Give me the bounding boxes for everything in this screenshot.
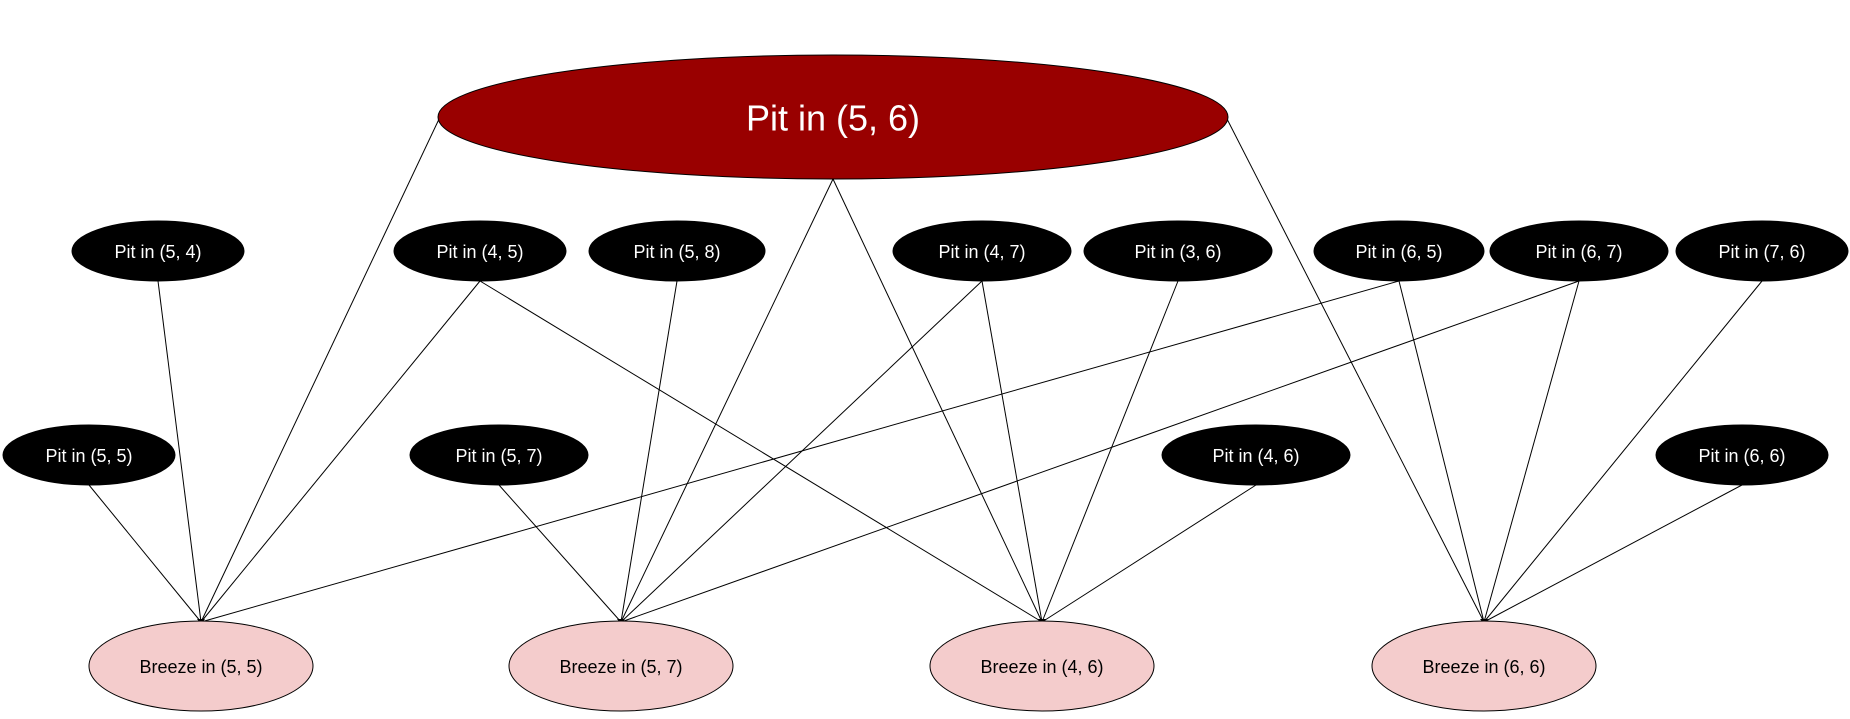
- node-p65: Pit in (6, 5): [1313, 220, 1485, 282]
- node-label-p55: Pit in (5, 5): [45, 446, 132, 466]
- edge-p65-b66: [1398, 280, 1485, 623]
- edge-p57-b57: [498, 484, 622, 623]
- node-shape-p65: [1313, 220, 1485, 282]
- node-shape-p36: [1083, 220, 1273, 282]
- node-p55: Pit in (5, 5): [2, 424, 176, 486]
- node-label-p58: Pit in (5, 8): [633, 242, 720, 262]
- edge-p45-b55: [200, 280, 481, 623]
- edge-p54-b55: [157, 280, 202, 623]
- node-label-p47: Pit in (4, 7): [938, 242, 1025, 262]
- node-shape-b57: [508, 620, 734, 712]
- edges-layer: [88, 116, 1763, 624]
- node-shape-b66: [1371, 620, 1597, 712]
- edge-root-b55: [200, 116, 441, 623]
- node-b46: Breeze in (4, 6): [929, 620, 1155, 712]
- node-p66: Pit in (6, 6): [1655, 424, 1829, 486]
- edge-p76-b66: [1483, 280, 1763, 623]
- node-label-p67: Pit in (6, 7): [1535, 242, 1622, 262]
- node-p54: Pit in (5, 4): [71, 220, 245, 282]
- node-label-p36: Pit in (3, 6): [1134, 242, 1221, 262]
- edge-p58-b57: [620, 280, 678, 623]
- node-b55: Breeze in (5, 5): [88, 620, 314, 712]
- edge-p65-b55: [200, 280, 1400, 623]
- node-label-p45: Pit in (4, 5): [436, 242, 523, 262]
- node-p58: Pit in (5, 8): [588, 220, 766, 282]
- edge-p55-b55: [88, 484, 202, 623]
- node-b57: Breeze in (5, 7): [508, 620, 734, 712]
- edge-root-b46: [832, 178, 1043, 623]
- node-p57: Pit in (5, 7): [409, 424, 589, 486]
- edge-p67-b57: [620, 280, 1580, 623]
- edge-root-b57: [620, 178, 834, 623]
- edge-p46-b46: [1041, 484, 1257, 623]
- node-shape-p66: [1655, 424, 1829, 486]
- node-label-b46: Breeze in (4, 6): [980, 657, 1103, 677]
- node-shape-p46: [1161, 424, 1351, 486]
- node-shape-p67: [1489, 220, 1669, 282]
- node-shape-p58: [588, 220, 766, 282]
- node-label-root: Pit in (5, 6): [746, 98, 920, 139]
- node-shape-b46: [929, 620, 1155, 712]
- edge-p47-b57: [620, 280, 983, 623]
- edge-p67-b66: [1483, 280, 1580, 623]
- node-shape-root: [437, 54, 1229, 180]
- node-shape-p47: [892, 220, 1072, 282]
- node-label-p76: Pit in (7, 6): [1718, 242, 1805, 262]
- node-shape-p55: [2, 424, 176, 486]
- node-p46: Pit in (4, 6): [1161, 424, 1351, 486]
- node-p36: Pit in (3, 6): [1083, 220, 1273, 282]
- edge-root-b66: [1225, 116, 1485, 623]
- node-label-b57: Breeze in (5, 7): [559, 657, 682, 677]
- node-label-b66: Breeze in (6, 6): [1422, 657, 1545, 677]
- node-shape-p45: [393, 220, 567, 282]
- node-shape-p57: [409, 424, 589, 486]
- edge-p66-b66: [1483, 484, 1743, 623]
- node-p47: Pit in (4, 7): [892, 220, 1072, 282]
- node-label-b55: Breeze in (5, 5): [139, 657, 262, 677]
- node-p67: Pit in (6, 7): [1489, 220, 1669, 282]
- node-shape-p76: [1675, 220, 1849, 282]
- node-label-p54: Pit in (5, 4): [114, 242, 201, 262]
- node-b66: Breeze in (6, 6): [1371, 620, 1597, 712]
- node-p76: Pit in (7, 6): [1675, 220, 1849, 282]
- nodes-layer: Pit in (5, 6) Pit in (5, 4) Pit in (4, 5) P…: [2, 54, 1849, 712]
- node-label-p65: Pit in (6, 5): [1355, 242, 1442, 262]
- node-label-p66: Pit in (6, 6): [1698, 446, 1785, 466]
- node-label-p46: Pit in (4, 6): [1212, 446, 1299, 466]
- node-root: Pit in (5, 6): [437, 54, 1229, 180]
- edge-p45-b46: [479, 280, 1043, 623]
- node-shape-p54: [71, 220, 245, 282]
- node-p45: Pit in (4, 5): [393, 220, 567, 282]
- node-label-p57: Pit in (5, 7): [455, 446, 542, 466]
- node-shape-b55: [88, 620, 314, 712]
- edge-p36-b46: [1041, 280, 1179, 623]
- edge-p47-b46: [981, 280, 1043, 623]
